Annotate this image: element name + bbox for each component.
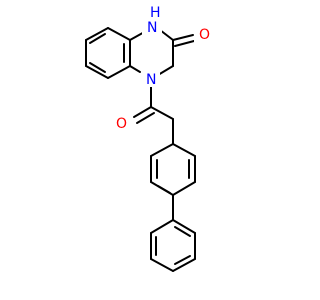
bond [172,258,196,272]
atom-label-n-amide: N [146,72,156,88]
bond [150,143,174,157]
atom-label-nh-hydrogen: H [150,5,161,21]
bond [172,181,196,196]
bond [89,62,106,73]
bond [89,33,106,44]
bond [150,106,174,120]
atom-labels: N H O N O [114,5,210,132]
bond [157,65,174,76]
bond [150,219,174,234]
bond [172,34,194,41]
bond [174,255,191,265]
bond [172,219,196,234]
bond [174,226,191,237]
bond [133,106,152,118]
atom-label-o-acyl: O [116,116,127,132]
atom-label-o-lactam: O [199,27,210,43]
bond [174,40,195,47]
atom-label-nh-symbol: N [147,20,157,36]
bonds [85,27,196,272]
bond [159,29,174,41]
molecule-structure: N H O N O [85,5,210,272]
bond [136,112,155,124]
bond [85,27,109,41]
bond [157,185,171,194]
bond [107,65,131,79]
bond [85,65,109,79]
bond [150,258,174,272]
bond [172,143,196,157]
bond [107,27,131,41]
bond [129,65,141,73]
